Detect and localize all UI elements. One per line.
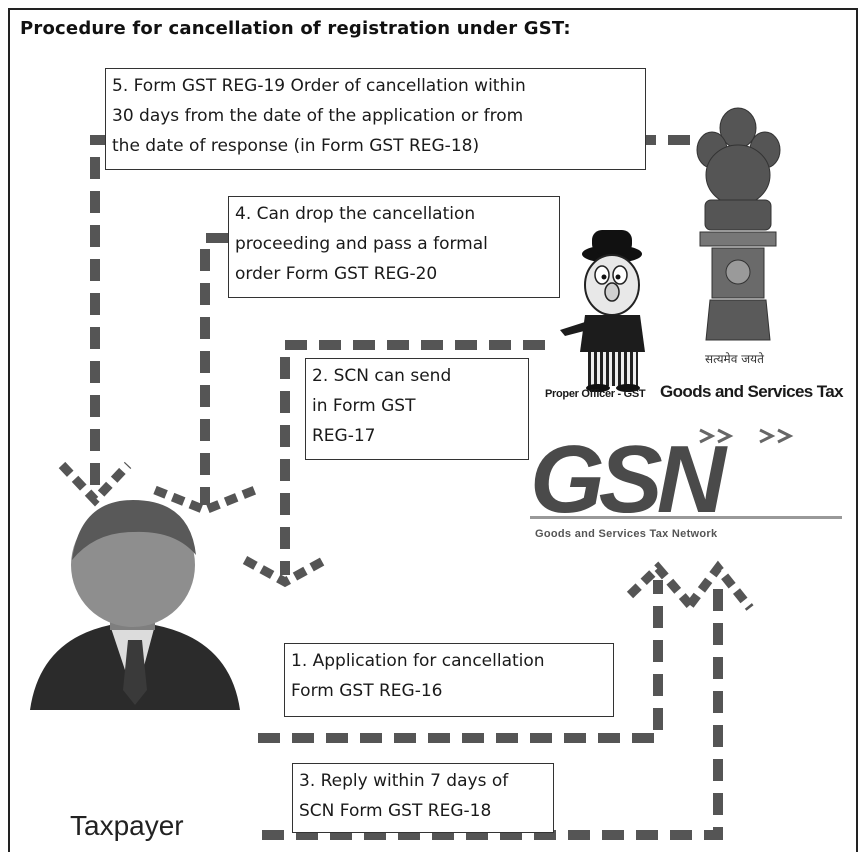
arrowhead-step1 <box>626 561 694 608</box>
step1-line: 1. Application for cancellation <box>291 651 545 671</box>
step1-line: Form GST REG-16 <box>291 681 443 701</box>
arrow-step4-path <box>200 233 228 505</box>
arrowhead-step5 <box>58 461 132 507</box>
step4-line: order Form GST REG-20 <box>235 264 438 284</box>
step5-line: 5. Form GST REG-19 Order of cancellation… <box>112 76 526 96</box>
gstn-logo: GSN <box>530 426 842 533</box>
step5-line: 30 days from the date of the application… <box>112 106 524 126</box>
emblem-motto: सत्यमेव जयते <box>705 352 764 366</box>
gstn-tagline: Goods and Services Tax Network <box>535 528 718 540</box>
step4-box: 4. Can drop the cancellation proceeding … <box>228 196 560 298</box>
officer-figure <box>560 230 645 392</box>
gst-label: Goods and Services Tax <box>660 382 844 401</box>
step2-line: in Form GST <box>312 396 416 416</box>
step3-line: 3. Reply within 7 days of <box>299 771 509 791</box>
step4-line: proceeding and pass a formal <box>235 234 488 254</box>
step2-line: 2. SCN can send <box>312 366 452 386</box>
step5-box: 5. Form GST REG-19 Order of cancellation… <box>105 68 646 170</box>
arrow-step2-path <box>280 340 545 575</box>
national-emblem <box>696 107 781 341</box>
step4-line: 4. Can drop the cancellation <box>235 204 476 224</box>
arrowhead-step3 <box>686 560 754 611</box>
taxpayer-label: Taxpayer <box>70 810 184 841</box>
diagram-title: Procedure for cancellation of registrati… <box>20 18 571 39</box>
step1-box: 1. Application for cancellation Form GST… <box>284 643 614 717</box>
arrowhead-step2 <box>242 556 328 588</box>
diagram-frame <box>8 8 858 852</box>
arrow-step3-path <box>262 580 723 840</box>
step2-box: 2. SCN can send in Form GST REG-17 <box>305 358 529 460</box>
taxpayer-avatar <box>30 500 240 710</box>
svg-text:GSN: GSN <box>530 426 728 533</box>
step3-line: SCN Form GST REG-18 <box>299 801 492 821</box>
step3-box: 3. Reply within 7 days of SCN Form GST R… <box>292 763 554 833</box>
step5-line: the date of response (in Form GST REG-18… <box>112 136 480 156</box>
officer-label: Proper Officer - GST <box>545 388 646 400</box>
step2-line: REG-17 <box>312 426 376 446</box>
